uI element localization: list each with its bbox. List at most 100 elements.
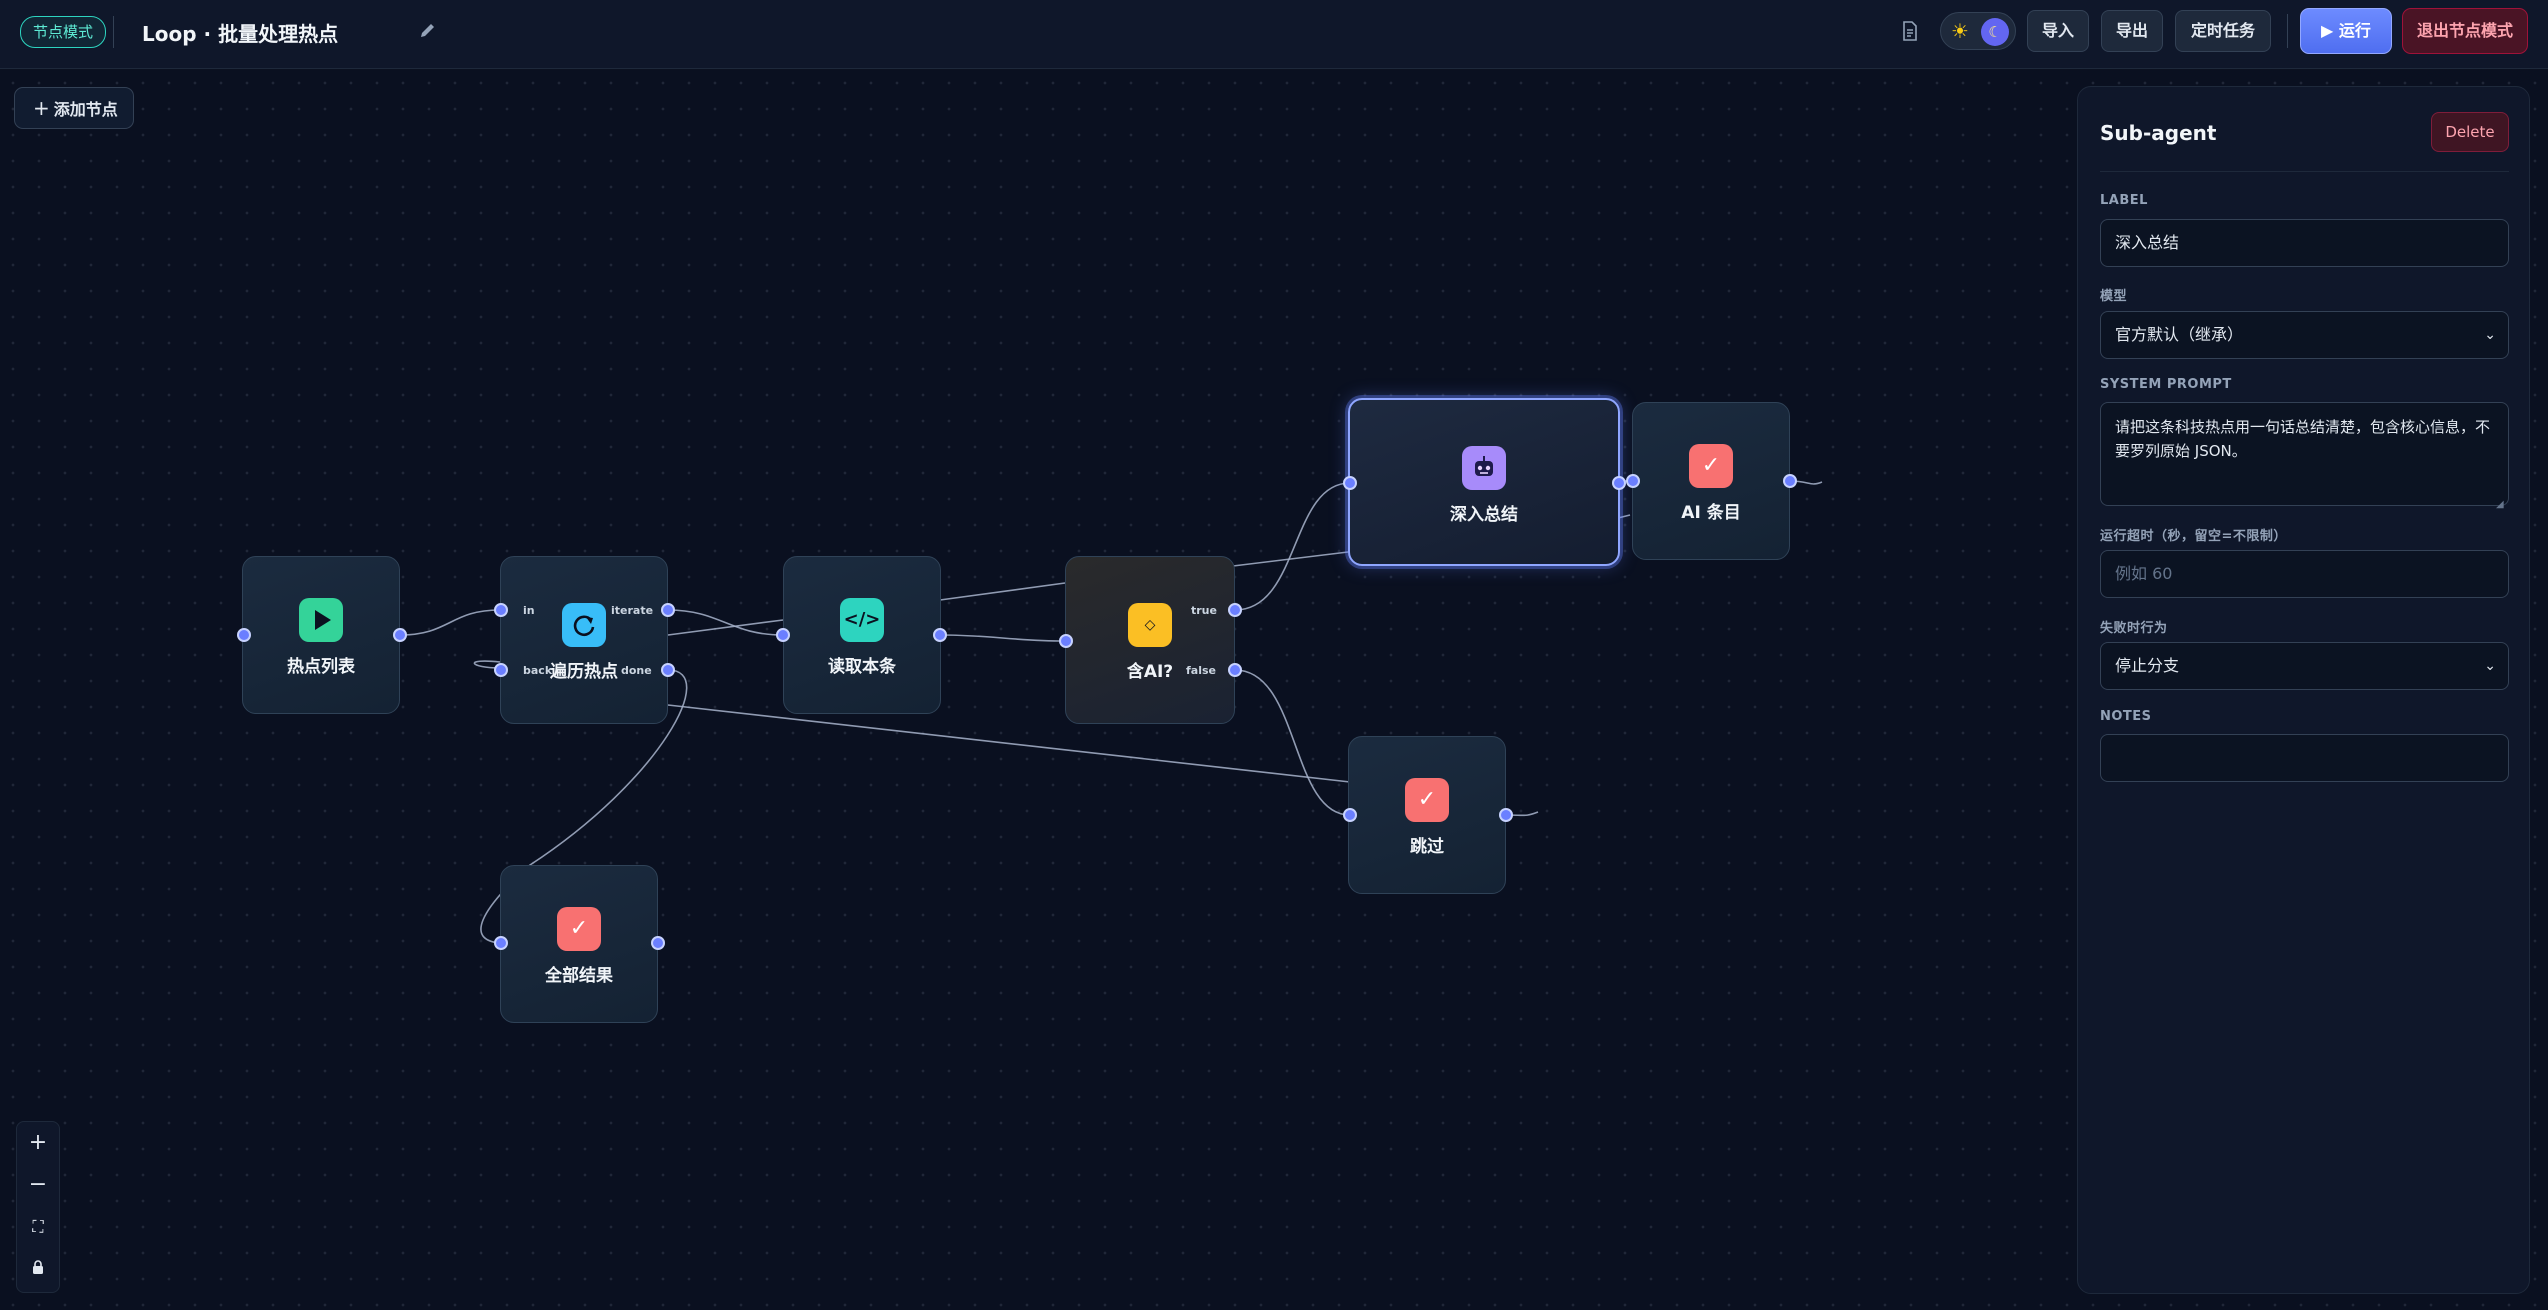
edge-aiitem-summary-link xyxy=(1617,514,1631,519)
topbar-divider xyxy=(113,16,114,48)
chevron-down-icon: ⌄ xyxy=(2484,327,2496,343)
workflow-title: Loop · 批量处理热点 xyxy=(142,22,339,46)
edge-hotlist-loop xyxy=(399,609,501,636)
label-input-value: 深入总结 xyxy=(2115,233,2180,252)
lock-button[interactable] xyxy=(17,1248,59,1290)
node-has-ai[interactable]: ◇ 含AI? true false xyxy=(1065,556,1235,724)
port-label-iterate: iterate xyxy=(611,604,654,617)
node-label: 含AI? xyxy=(1126,662,1174,682)
failure-heading: 失败时行为 xyxy=(2100,621,2168,636)
port-done[interactable] xyxy=(661,663,675,677)
port-label-true: true xyxy=(1191,604,1217,617)
zoom-out-button[interactable]: − xyxy=(28,1172,48,1197)
model-select[interactable]: 官方默认（继承）⌄ xyxy=(2100,311,2509,359)
notes-heading: NOTES xyxy=(2100,709,2152,724)
zoom-in-button[interactable]: + xyxy=(28,1130,48,1155)
diamond-icon: ◇ xyxy=(1128,603,1172,647)
document-icon[interactable] xyxy=(1899,19,1921,43)
edge-hasai-back xyxy=(939,582,1066,601)
node-deep-summary[interactable]: 深入总结 xyxy=(1348,398,1620,566)
port-iterate[interactable] xyxy=(661,603,675,617)
port-in[interactable] xyxy=(776,628,790,642)
node-label: 遍历热点 xyxy=(550,662,618,682)
edge-read-hasai xyxy=(939,634,1066,642)
notes-input[interactable] xyxy=(2100,734,2509,782)
edge-hasai-summary xyxy=(1234,482,1351,611)
exit-node-mode-button[interactable]: 退出节点模式 xyxy=(2402,8,2528,54)
port-in[interactable] xyxy=(1343,808,1357,822)
node-hot-list[interactable]: 热点列表 xyxy=(242,556,400,714)
failure-select[interactable]: 停止分支 ⌄ xyxy=(2100,642,2509,690)
edge-summary-back xyxy=(1232,551,1349,567)
system-prompt-textarea[interactable]: 请把这条科技热点用一句话总结清楚，包含核心信息，不要罗列原始 JSON。 ◢ xyxy=(2100,402,2509,510)
robot-icon xyxy=(1462,446,1506,490)
node-all-results[interactable]: ✓ 全部结果 xyxy=(500,865,658,1023)
lock-icon xyxy=(33,1260,43,1274)
port-out[interactable] xyxy=(933,628,947,642)
edge-hasai-skip xyxy=(1234,669,1351,816)
node-label: 读取本条 xyxy=(828,657,896,677)
delete-button[interactable]: Delete xyxy=(2431,112,2509,152)
top-bar: 节点模式 Loop · 批量处理热点 ☀ ☾ 导入 导出 定时任务 ▶ 运行 退… xyxy=(0,0,2548,69)
run-button[interactable]: ▶ 运行 xyxy=(2300,8,2392,54)
check-icon: ✓ xyxy=(1689,444,1733,488)
port-in[interactable] xyxy=(494,936,508,950)
node-label: 全部结果 xyxy=(545,966,613,986)
port-in[interactable] xyxy=(237,628,251,642)
port-out[interactable] xyxy=(1783,474,1797,488)
timeout-input[interactable]: 例如 60 xyxy=(2100,550,2509,598)
refresh-icon xyxy=(562,603,606,647)
panel-title: Sub-agent xyxy=(2100,121,2217,145)
port-out[interactable] xyxy=(1612,476,1626,490)
node-skip[interactable]: ✓ 跳过 xyxy=(1348,736,1506,894)
port-out[interactable] xyxy=(651,936,665,950)
code-icon: </> xyxy=(840,598,884,642)
port-in[interactable] xyxy=(1059,634,1073,648)
timeout-heading: 运行超时（秒，留空=不限制） xyxy=(2100,529,2287,544)
edge-loop-done-results xyxy=(480,669,688,944)
node-label: AI 条目 xyxy=(1681,503,1741,523)
import-button[interactable]: 导入 xyxy=(2027,10,2089,52)
export-button[interactable]: 导出 xyxy=(2101,10,2163,52)
system-prompt-heading: SYSTEM PROMPT xyxy=(2100,377,2232,392)
topbar-divider-right xyxy=(2287,14,2288,48)
resize-grip-icon[interactable]: ◢ xyxy=(2496,499,2504,510)
sun-icon: ☀ xyxy=(1951,19,1969,43)
edge-read-back xyxy=(667,619,784,636)
node-label: 跳过 xyxy=(1410,837,1444,857)
port-in[interactable] xyxy=(1626,474,1640,488)
add-node-button[interactable]: +添加节点 xyxy=(14,87,134,129)
failure-select-value: 停止分支 xyxy=(2115,656,2180,675)
edge-loop-read xyxy=(667,609,784,636)
port-true[interactable] xyxy=(1228,603,1242,617)
node-label: 热点列表 xyxy=(287,657,355,677)
fit-view-button[interactable]: ⛶ xyxy=(32,1217,44,1236)
node-label: 深入总结 xyxy=(1450,505,1518,525)
timeout-placeholder: 例如 60 xyxy=(2115,564,2173,583)
port-in[interactable] xyxy=(494,603,508,617)
play-icon xyxy=(299,598,343,642)
schedule-button[interactable]: 定时任务 xyxy=(2175,10,2271,52)
chevron-down-icon: ⌄ xyxy=(2484,658,2496,674)
port-false[interactable] xyxy=(1228,663,1242,677)
port-out[interactable] xyxy=(393,628,407,642)
port-in[interactable] xyxy=(1343,476,1357,490)
mode-badge: 节点模式 xyxy=(20,16,107,48)
port-label-false: false xyxy=(1186,664,1216,677)
port-label-done: done xyxy=(621,664,652,677)
port-back[interactable] xyxy=(494,663,508,677)
label-input[interactable]: 深入总结 xyxy=(2100,219,2509,267)
node-ai-item[interactable]: ✓ AI 条目 xyxy=(1632,402,1790,560)
edge-loop-back-self xyxy=(473,660,501,669)
port-label-in: in xyxy=(523,604,535,617)
model-heading: 模型 xyxy=(2100,289,2128,304)
moon-icon: ☾ xyxy=(1981,18,2009,46)
node-loop[interactable]: 遍历热点 in iterate back done xyxy=(500,556,668,724)
port-out[interactable] xyxy=(1499,808,1513,822)
theme-toggle[interactable]: ☀ ☾ xyxy=(1940,12,2016,50)
node-read-item[interactable]: </> 读取本条 xyxy=(783,556,941,714)
system-prompt-value: 请把这条科技热点用一句话总结清楚，包含核心信息，不要罗列原始 JSON。 xyxy=(2115,418,2491,460)
port-label-back: back xyxy=(523,664,553,677)
pencil-icon[interactable] xyxy=(418,20,438,40)
